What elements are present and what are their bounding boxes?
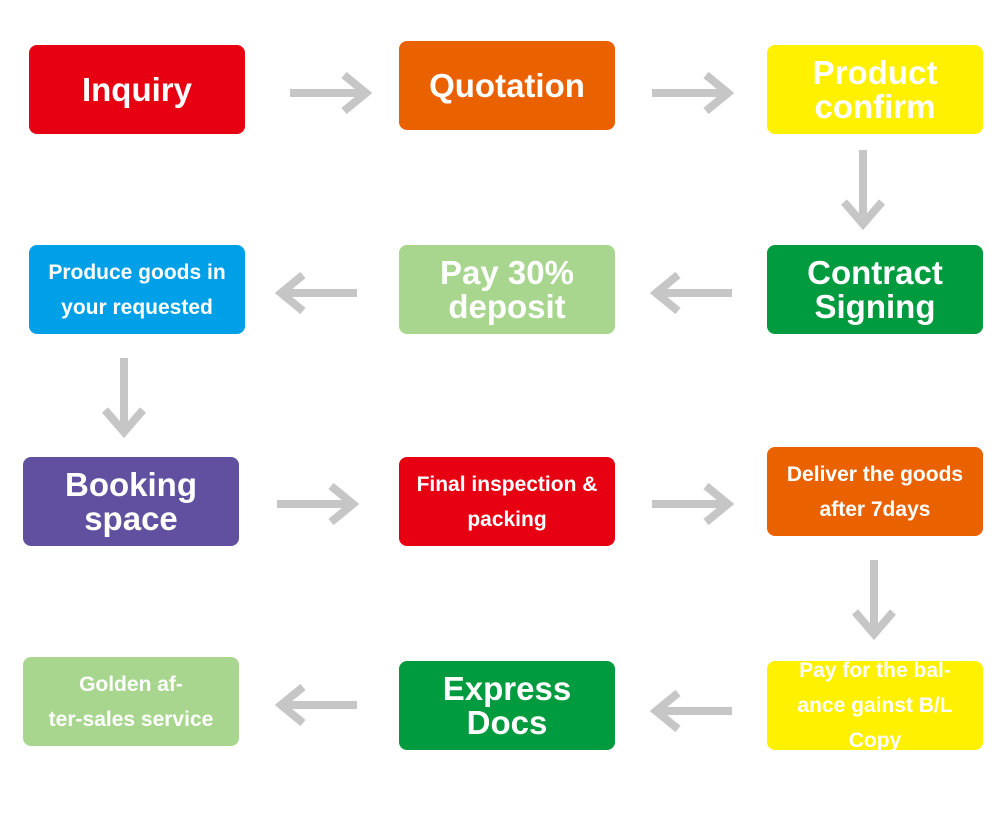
arrow-right-icon: [652, 482, 734, 526]
step-contract-signing: Contract Signing: [767, 245, 983, 334]
step-pay-deposit: Pay 30% deposit: [399, 245, 615, 334]
step-label: Pay 30% deposit: [440, 253, 574, 325]
arrow-down-icon: [840, 150, 886, 230]
step-label: Golden af- ter-sales service: [48, 672, 214, 731]
arrow-right-icon: [277, 482, 359, 526]
step-produce-goods: Produce goods in your requested: [29, 245, 245, 334]
step-inquiry: Inquiry: [29, 45, 245, 134]
step-express-docs: Express Docs: [399, 661, 615, 750]
arrow-down-icon: [101, 358, 147, 438]
step-label: Inquiry: [81, 70, 192, 108]
step-quotation: Quotation: [399, 41, 615, 130]
step-product-confirm: Product confirm: [767, 45, 983, 134]
step-label: Final inspection & packing: [416, 472, 598, 531]
step-label: Contract Signing: [807, 253, 943, 325]
step-label: Produce goods in your requested: [48, 260, 226, 319]
step-booking-space: Booking space: [23, 457, 239, 546]
step-label: Deliver the goods after 7days: [786, 462, 964, 521]
step-final-inspection: Final inspection & packing: [399, 457, 615, 546]
step-label: Product confirm: [812, 53, 938, 125]
arrow-left-icon: [275, 683, 357, 727]
step-label: Pay for the bal- ance gainst B/L Copy: [797, 661, 953, 750]
arrow-left-icon: [650, 689, 732, 733]
step-deliver-goods: Deliver the goods after 7days: [767, 447, 983, 536]
arrow-right-icon: [290, 71, 372, 115]
arrow-down-icon: [851, 560, 897, 640]
arrow-left-icon: [275, 271, 357, 315]
step-label: Express Docs: [442, 669, 572, 741]
arrow-right-icon: [652, 71, 734, 115]
step-pay-balance: Pay for the bal- ance gainst B/L Copy: [767, 661, 983, 750]
step-label: Booking space: [65, 465, 197, 537]
step-after-sales: Golden af- ter-sales service: [23, 657, 239, 746]
step-label: Quotation: [429, 66, 585, 104]
arrow-left-icon: [650, 271, 732, 315]
